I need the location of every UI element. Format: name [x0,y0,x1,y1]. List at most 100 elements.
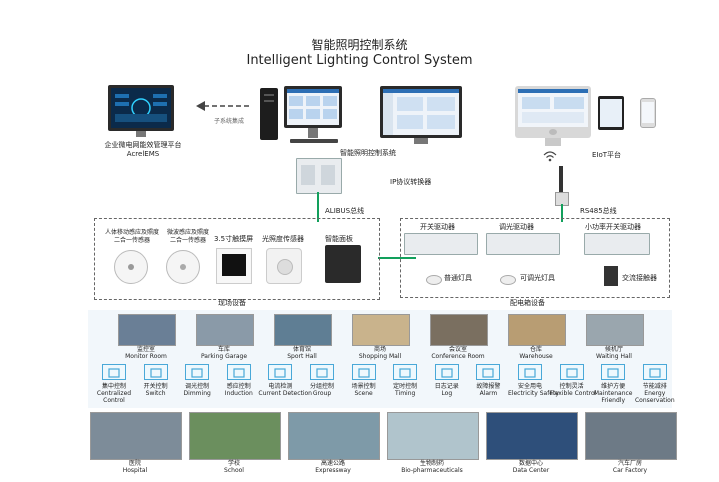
feature-label-cn: 场景控制 [351,383,376,390]
application-label-en: Data Center [512,467,550,474]
smart-panel [325,245,361,283]
feature-label-cn: 感应控制 [226,383,251,390]
dimmable-lamp [500,275,516,285]
phone [640,98,656,128]
subsystem-label: 子系统集成 [214,118,245,125]
eiot-label: EIoT平台 [592,151,622,159]
feature-icon [518,364,542,380]
feature-icon [351,364,376,380]
motion-sensor [114,250,148,284]
application-label-cn: 数据中心 [518,460,543,467]
ems-dashboard-icon [115,94,167,122]
dimming-driver [486,233,560,255]
application-label-cn: 生物制药 [419,460,444,467]
rs485-label: RS485总线 [580,207,617,215]
scene-label-cn: 会议室 [448,346,467,353]
scene-label-cn: 商场 [373,346,386,353]
application-photo [387,412,479,460]
feature-label-cn: 节能减排 [642,383,667,390]
cabinet-module-label-3: 小功率开关驱动器 [585,223,641,231]
feature-icon [310,364,334,380]
application-label-en: Car Factory [612,467,648,474]
ip-converter [296,158,342,194]
feature-label-en: Dimming [183,390,211,397]
feature-label-en: Switch [145,390,166,397]
feature-label-en: Alarm [479,390,498,397]
application-label-en: Bio-pharmaceuticals [401,467,463,474]
scene-photo [274,314,332,346]
scene-photo [196,314,254,346]
field-device-label-4: 光照度传感器 [262,235,304,243]
feature-icon [476,364,501,380]
feature-label-en: Centralized Control [96,390,132,404]
cabinet-load-label-3: 交流接触器 [622,274,657,282]
subsystem-arrow [196,101,250,111]
feature-icon [559,364,584,380]
application-photo [189,412,281,460]
application-photo [486,412,578,460]
title-en: Intelligent Lighting Control System [246,53,473,68]
feature-label-en: Timing [395,390,416,397]
title-cn: 智能照明控制系统 [311,38,408,52]
gateway-antenna [559,166,563,194]
center-stand [414,138,428,144]
scene-label-en: Waiting Hall [596,353,632,360]
scene-photo [508,314,566,346]
application-photo [585,412,677,460]
feature-icon [185,364,210,380]
scene-label-cn: 车库 [217,346,230,353]
scene-label-cn: 候机厅 [604,346,623,353]
feature-label-en: Current Detection [258,390,312,397]
scene-photo [352,314,410,346]
keyboard [290,139,338,143]
application-label-en: Hospital [122,467,148,474]
feature-label-cn: 故障报警 [476,383,501,390]
scene-label-cn: 体育馆 [292,346,311,353]
tablet [598,96,624,130]
feature-label-en: Energy Conservation [634,390,675,404]
feature-icon [268,364,293,380]
imac-stand [545,138,561,146]
gateway-label: IP协议转换器 [390,178,432,186]
application-label-en: School [224,467,244,474]
pc-tower [260,88,278,140]
cabinet-load-label-1: 普通灯具 [444,274,472,282]
scene-label-cn: 仓库 [529,346,542,353]
scene-label-en: Parking Garage [200,353,248,360]
feature-label-en: Log [441,390,453,397]
system-label: 智能照明控制系统 [340,149,396,157]
scene-label-en: Monitor Room [125,353,167,360]
application-photo [288,412,380,460]
alibus-line-horizontal [378,257,416,259]
cabinet-module-label-2: 调光驱动器 [499,223,534,231]
application-photo [90,412,182,460]
contactor [604,266,618,286]
feature-label-cn: 日志记录 [434,383,459,390]
feature-label-cn: 集中控制 [101,383,126,390]
scene-photo [586,314,644,346]
system-monitor [284,86,342,128]
field-device-label-3: 3.5寸触摸屏 [214,235,254,243]
field-caption: 现场设备 [218,299,246,307]
ems-monitor [108,85,174,131]
feature-label-cn: 电流检测 [268,383,293,390]
application-label-cn: 学校 [227,460,240,467]
alibus-line-vertical [317,192,319,222]
field-device-label-5: 智能面板 [325,235,353,243]
scene-label-en: Sport Hall [287,353,317,360]
system-stand [308,128,318,138]
feature-icon [601,364,626,380]
scene-label-en: Conference Room [431,353,485,360]
feature-label-cn: 分组控制 [309,383,334,390]
center-monitor [380,86,462,138]
illuminance-sensor [266,248,302,284]
application-label-en: Expressway [315,467,351,474]
feature-icon [434,364,459,380]
field-device-label-1: 人体移动感应及照度 二合一传感器 [104,229,159,244]
feature-icon [226,364,251,380]
touch-screen [216,248,252,284]
cabinet-load-label-2: 可调光灯具 [520,274,555,282]
imac [515,86,591,138]
application-label-cn: 高速公路 [320,460,345,467]
field-device-label-2: 微波感应及照度 二合一传感器 [166,229,209,244]
